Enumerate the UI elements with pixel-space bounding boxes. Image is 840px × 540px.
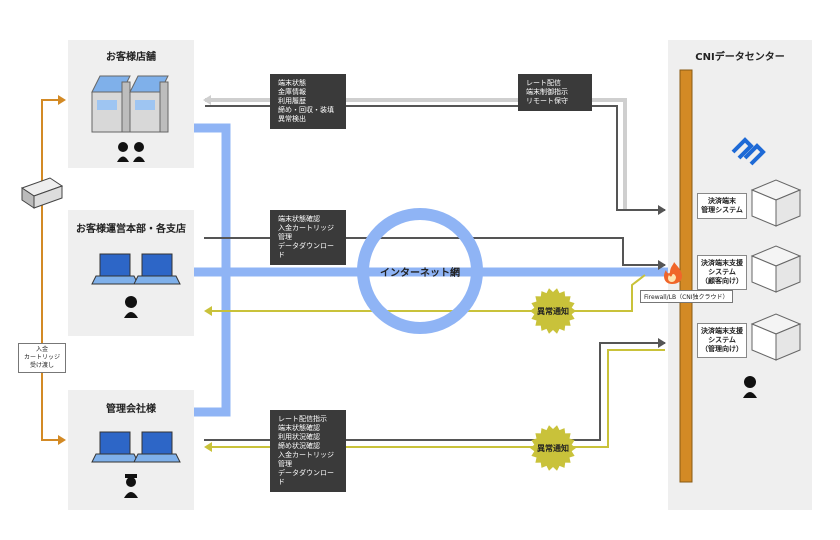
fire-icon [664,262,682,284]
alert-badge-1-icon [530,288,576,334]
person-icon [117,142,129,162]
label-mgmt-data: レート配信指示 端末状態確認 利用状況確認 締め状況確認 入金カートリッジ 管理… [270,410,346,492]
system-label-2: 決済端末支援 システム （顧客向け） [697,255,747,290]
person-icon [124,296,138,318]
firewall-label: Firewall/LB（CNI独クラウド） [640,290,733,303]
mgmt-company-box: 管理会社様 [68,390,194,510]
laptop-icon [91,253,139,285]
arrowhead-handover-top [58,95,66,105]
hq-branch-title: お客様運営本部・各支店 [76,224,186,235]
arrowhead-handover-bottom [58,435,66,445]
datacenter-title: CNIデータセンター [695,52,785,63]
label-hq-data: 端末状態確認 入金カートリッジ 管理 データダウンロード [270,210,346,265]
arrowhead-dc-2 [658,260,666,270]
system-label-1: 決済端末 管理システム [697,193,747,219]
arrowhead-dc-3 [658,338,666,348]
person-icon [743,376,757,398]
server-cube-icon [750,245,802,293]
alert-label-1: 異常通知 [537,307,569,316]
mgmt-company-title: 管理会社様 [106,404,156,415]
person-icon [133,142,145,162]
company-logo-icon [731,137,766,166]
atm-icon [91,75,131,133]
handover-label: 入金 カートリッジ 受け渡し [18,343,66,373]
arrowhead-alert-hq [204,306,212,316]
label-store-data: 端末状態 金庫情報 利用履歴 締め・回収・装填 異常検出 [270,74,346,129]
person-icon [124,474,138,498]
arrowhead-alert-mgmt [204,442,212,452]
alert-label-2: 異常通知 [537,444,569,453]
laptop-icon [133,253,181,285]
line-store-to-dc-dark [205,105,665,211]
internet-label: インターネット網 [380,268,460,279]
system-label-3: 決済端末支援 システム （管理向け） [697,323,747,358]
cash-truck-icon [20,177,64,209]
line-dc-to-store-gray [205,98,627,210]
alert-badge-2-icon [530,425,576,471]
line-hq-to-dc [204,237,665,266]
server-cube-icon [750,179,802,227]
line-alert-mgmt [208,349,665,448]
server-cube-icon [750,313,802,361]
arrowhead-dc-1 [658,205,666,215]
label-dc-to-store: レート配信 端末制御指示 リモート保守 [518,74,592,111]
handover-line [41,99,62,441]
laptop-icon [133,431,181,463]
line-mgmt-to-dc [204,342,665,441]
laptop-icon [91,431,139,463]
customer-store-title: お客様店舗 [106,52,156,63]
internet-ring [357,208,483,334]
line-alert-hq [208,274,646,312]
arrowhead-store-gray [203,95,211,105]
atm-icon [129,75,169,133]
